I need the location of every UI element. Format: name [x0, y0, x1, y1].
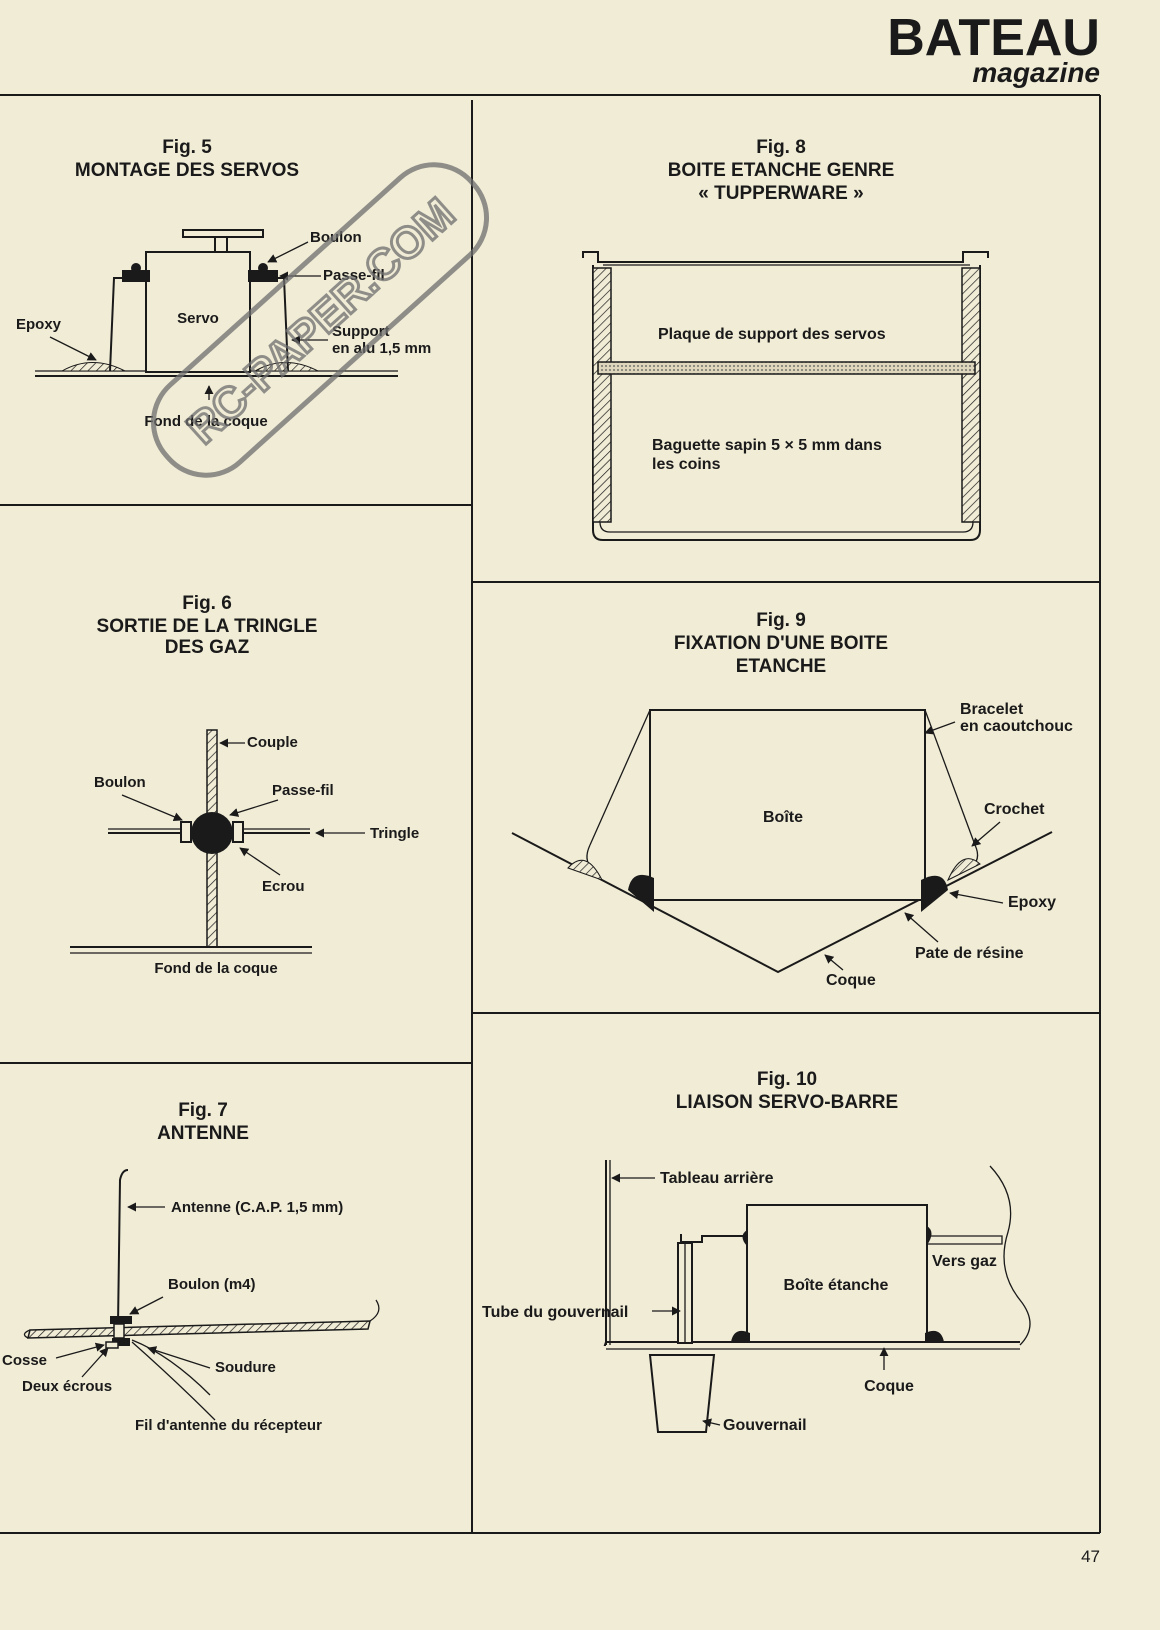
fig9-title-1: FIXATION D'UNE BOITE: [674, 633, 888, 654]
fig10-label-tableau: Tableau arrière: [660, 1170, 774, 1187]
fig9-label-pate: Pate de résine: [915, 945, 1024, 962]
fig8-label-baguette-1: Baguette sapin 5 × 5 mm dans: [652, 437, 882, 454]
fig9-label-bracelet-1: Bracelet: [960, 701, 1024, 718]
fig10-label-tube: Tube du gouvernail: [482, 1304, 628, 1321]
fig7-label-ecrous: Deux écrous: [22, 1378, 112, 1395]
fig6-label-ecrou: Ecrou: [262, 878, 305, 895]
fig9-label-epoxy: Epoxy: [1008, 894, 1056, 911]
fig7-label-boulon: Boulon (m4): [168, 1276, 256, 1293]
fig7-label-antenne: Antenne (C.A.P. 1,5 mm): [171, 1199, 343, 1216]
masthead-subtitle: magazine: [972, 57, 1100, 88]
fig6-title-2: DES GAZ: [165, 637, 250, 658]
page-frame: [0, 94, 1101, 1534]
fig7-number: Fig. 7: [178, 1100, 228, 1121]
fig5-label-fond: Fond de la coque: [144, 413, 267, 430]
masthead-title: BATEAU: [887, 9, 1100, 67]
figure-7: Fig. 7 ANTENNE Antenne (C.A.P. 1,5 mm) B…: [2, 1100, 380, 1434]
fig9-title-2: ETANCHE: [736, 656, 826, 677]
fig8-title-1: BOITE ETANCHE GENRE: [668, 160, 895, 181]
figure-10: Fig. 10 LIAISON SERVO-BARRE Tableau arri…: [482, 1069, 1031, 1434]
figure-9: Fig. 9 FIXATION D'UNE BOITE ETANCHE Brac…: [511, 610, 1073, 989]
fig10-label-boite: Boîte étanche: [784, 1277, 889, 1294]
fig7-label-fil: Fil d'antenne du récepteur: [135, 1417, 322, 1434]
fig8-label-plaque: Plaque de support des servos: [658, 326, 886, 343]
fig7-title: ANTENNE: [157, 1123, 249, 1144]
fig5-number: Fig. 5: [162, 137, 212, 158]
fig9-label-coque: Coque: [826, 972, 876, 989]
figure-8: Fig. 8 BOITE ETANCHE GENRE « TUPPERWARE …: [582, 137, 989, 541]
fig6-title-1: SORTIE DE LA TRINGLE: [97, 616, 318, 637]
fig8-label-baguette-2: les coins: [652, 456, 721, 473]
figure-6: Fig. 6 SORTIE DE LA TRINGLE DES GAZ Coup…: [70, 593, 419, 977]
fig9-label-crochet: Crochet: [984, 801, 1045, 818]
fig10-number: Fig. 10: [757, 1069, 817, 1090]
fig9-number: Fig. 9: [756, 610, 806, 631]
fig9-label-boite: Boîte: [763, 809, 803, 826]
fig5-label-passe-fil: Passe-fil: [323, 267, 385, 284]
fig7-label-cosse: Cosse: [2, 1352, 47, 1369]
fig6-label-passe-fil: Passe-fil: [272, 782, 334, 799]
figure-5: Fig. 5 MONTAGE DES SERVOS Servo Boulon P…: [16, 137, 431, 430]
fig6-label-couple: Couple: [247, 734, 298, 751]
fig8-title-2: « TUPPERWARE »: [698, 183, 863, 204]
page-number: 47: [1081, 1547, 1100, 1566]
fig5-label-support-1: Support: [332, 323, 390, 340]
fig10-label-coque: Coque: [864, 1378, 914, 1395]
fig5-label-epoxy: Epoxy: [16, 316, 62, 333]
fig5-label-servo: Servo: [177, 310, 219, 327]
fig10-label-gouvernail: Gouvernail: [723, 1417, 807, 1434]
fig5-title: MONTAGE DES SERVOS: [75, 160, 299, 181]
fig9-label-bracelet-2: en caoutchouc: [960, 718, 1073, 735]
fig6-label-boulon: Boulon: [94, 774, 146, 791]
fig6-label-tringle: Tringle: [370, 825, 419, 842]
fig5-label-support-2: en alu 1,5 mm: [332, 340, 431, 357]
fig8-number: Fig. 8: [756, 137, 806, 158]
masthead: BATEAU magazine: [887, 9, 1100, 88]
fig6-label-fond: Fond de la coque: [154, 960, 277, 977]
fig10-label-vers-gaz: Vers gaz: [932, 1253, 997, 1270]
fig10-title: LIAISON SERVO-BARRE: [676, 1092, 898, 1113]
fig6-number: Fig. 6: [182, 593, 232, 614]
fig7-label-soudure: Soudure: [215, 1359, 276, 1376]
